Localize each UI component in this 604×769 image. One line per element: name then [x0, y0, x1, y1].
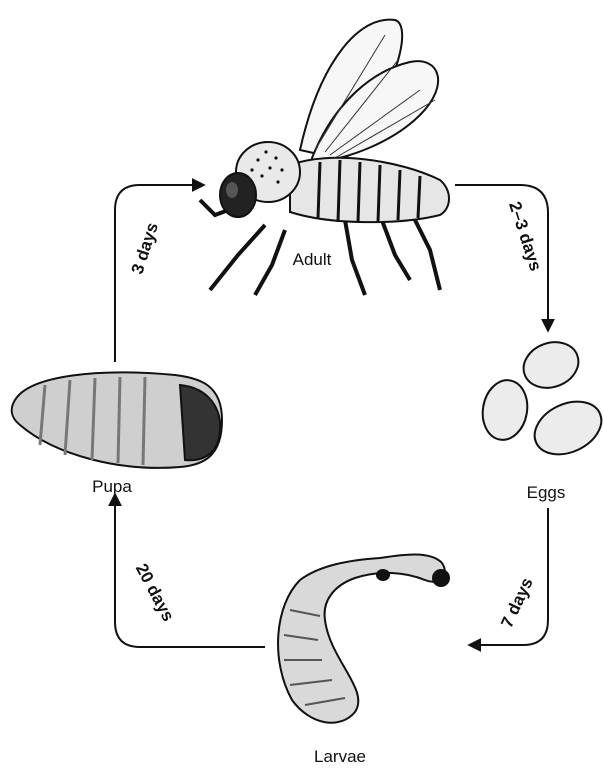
stage-label-larvae: Larvae [314, 747, 366, 766]
stage-label-eggs: Eggs [527, 483, 566, 502]
pupa-illustration [12, 372, 222, 467]
duration-label-pupa-to-adult: 3 days [128, 220, 162, 276]
stage-label-pupa: Pupa [92, 477, 132, 496]
duration-label-larvae-to-pupa: 20 days [132, 560, 178, 624]
stage-label-adult: Adult [293, 250, 332, 269]
larva-illustration [278, 555, 450, 723]
duration-label-adult-to-eggs: 2–3 days [505, 199, 545, 273]
arrow-pupa-to-adult [115, 185, 203, 362]
eggs-illustration [478, 335, 604, 465]
duration-label-eggs-to-larvae: 7 days [497, 575, 537, 631]
